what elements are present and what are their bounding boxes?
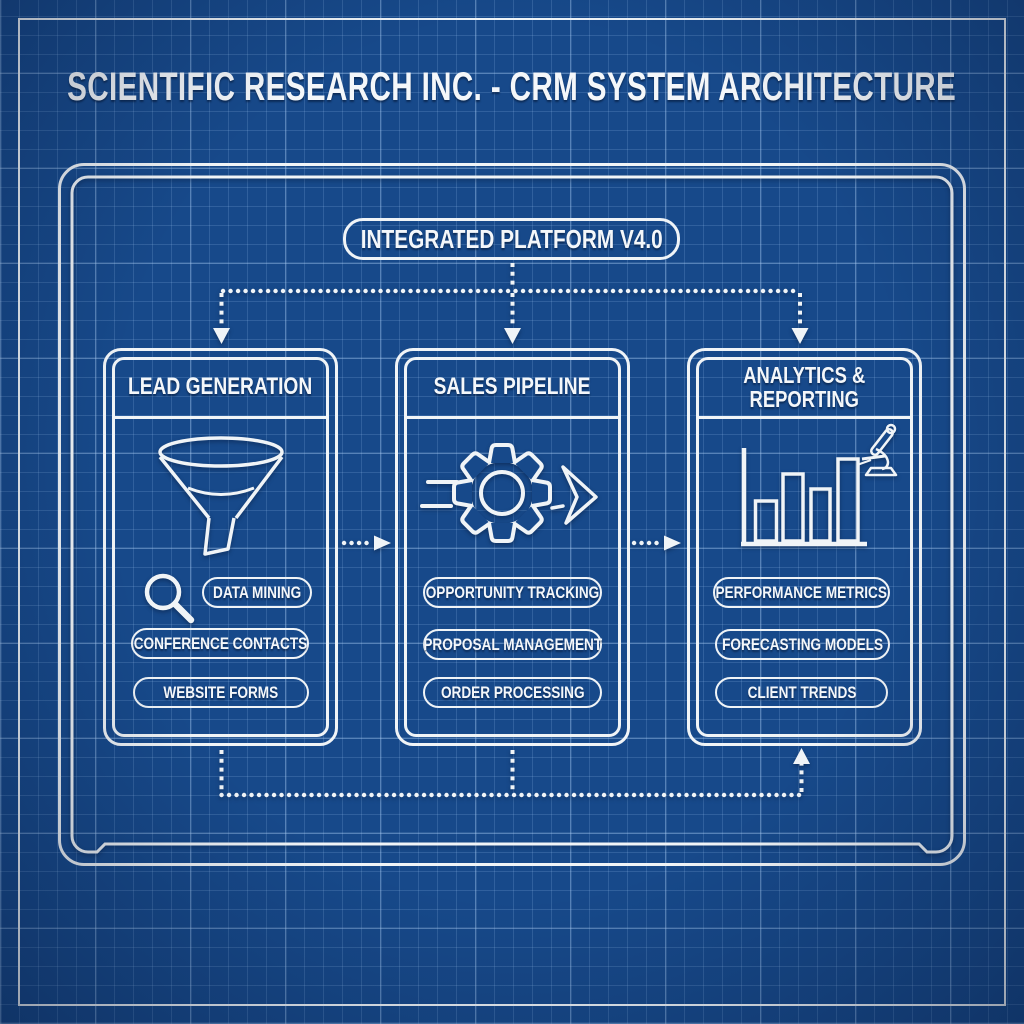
pill-data-mining: DATA MINING (202, 577, 312, 608)
pill-label: OPPORTUNITY TRACKING (425, 582, 600, 602)
bar-chart-icon (741, 448, 867, 547)
funnel-icon (158, 436, 284, 556)
analytics-reporting-header: ANALYTICS & REPORTING (696, 357, 913, 419)
pill-opportunity-tracking: OPPORTUNITY TRACKING (423, 577, 602, 608)
arrowhead-down-icon (213, 328, 230, 344)
analytics-reporting-panel-inner (696, 357, 913, 737)
pill-label: DATA MINING (212, 582, 302, 602)
distribution-connector (213, 263, 809, 344)
sales-pipeline-panel-inner (404, 357, 621, 737)
lead-generation-panel-inner (112, 357, 329, 737)
arrowhead-right-icon (664, 535, 681, 551)
page-title-text: SCIENTIFIC RESEARCH INC. - CRM SYSTEM AR… (67, 64, 957, 109)
page-title: SCIENTIFIC RESEARCH INC. - CRM SYSTEM AR… (60, 61, 964, 113)
flow-arrow-right (631, 535, 681, 551)
arrowhead-down-icon (791, 328, 809, 344)
arrowhead-down-icon (504, 328, 521, 344)
pill-order-processing: ORDER PROCESSING (423, 677, 602, 708)
pill-proposal-management: PROPOSAL MANAGEMENT (423, 629, 602, 660)
process-arrow-icon (550, 465, 598, 525)
sales-pipeline-header: SALES PIPELINE (404, 357, 621, 419)
pill-client-trends: CLIENT TRENDS (715, 677, 888, 708)
sales-pipeline-title: SALES PIPELINE (434, 372, 591, 400)
search-icon (144, 573, 195, 624)
pill-label: CONFERENCE CONTACTS (133, 633, 307, 653)
arrowhead-right-icon (374, 535, 391, 551)
pill-label: FORECASTING MODELS (722, 634, 883, 654)
pill-label: CLIENT TRENDS (747, 682, 856, 702)
flow-arrow-left (341, 535, 391, 551)
microscope-icon (856, 423, 898, 477)
pill-conference-contacts: CONFERENCE CONTACTS (131, 628, 309, 659)
pill-label: PERFORMANCE METRICS (715, 582, 888, 602)
platform-box: INTEGRATED PLATFORM V4.0 (343, 218, 680, 260)
outer-frame (18, 18, 1006, 1006)
analytics-reporting-title: ANALYTICS & REPORTING (743, 361, 866, 412)
lead-generation-panel (103, 348, 338, 746)
pill-label: PROPOSAL MANAGEMENT (423, 634, 602, 654)
sales-pipeline-panel (395, 348, 630, 746)
pill-website-forms: WEBSITE FORMS (133, 677, 309, 708)
feedback-connector (219, 748, 810, 798)
platform-label: INTEGRATED PLATFORM V4.0 (360, 223, 663, 254)
pill-label: ORDER PROCESSING (440, 682, 585, 702)
pill-forecasting-models: FORECASTING MODELS (715, 629, 890, 660)
system-container-inner-border (70, 175, 954, 854)
analytics-reporting-panel (687, 348, 922, 746)
lead-generation-header: LEAD GENERATION (112, 357, 329, 419)
arrowhead-up-icon (793, 748, 810, 764)
pill-label: WEBSITE FORMS (163, 682, 279, 702)
system-container (58, 163, 966, 866)
lead-generation-title: LEAD GENERATION (128, 372, 313, 400)
gear-icon (452, 443, 552, 543)
motion-lines-icon (420, 480, 459, 508)
pill-performance-metrics: PERFORMANCE METRICS (713, 577, 890, 608)
